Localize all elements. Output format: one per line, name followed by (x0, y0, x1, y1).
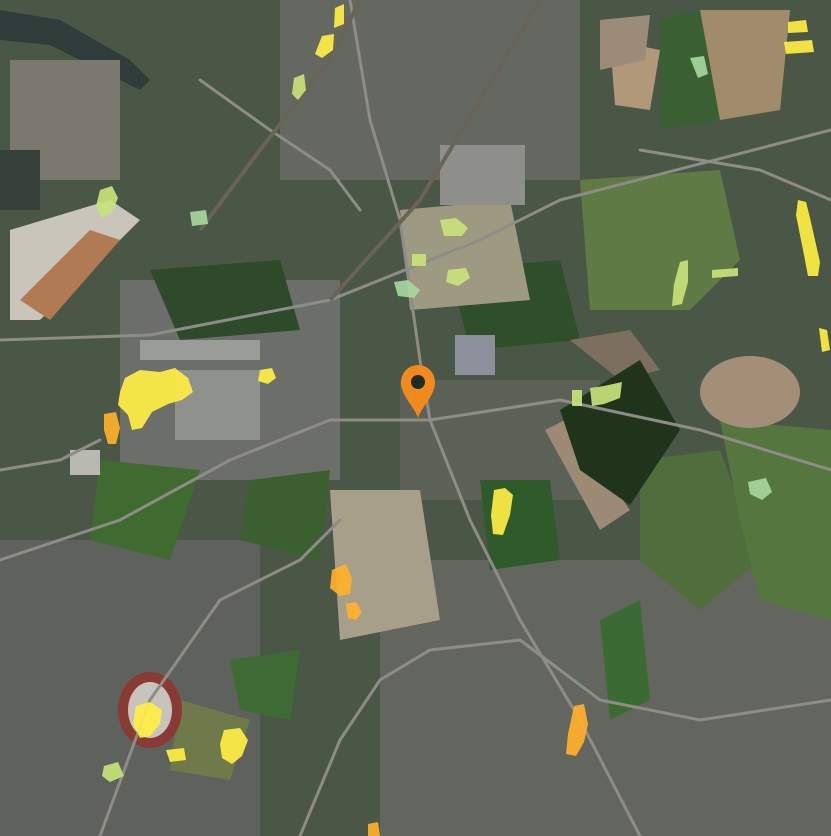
overlay-patch[interactable] (690, 56, 708, 78)
overlay-patch[interactable] (819, 328, 830, 352)
overlay-patch[interactable] (788, 20, 808, 33)
overlay-patch[interactable] (796, 200, 820, 276)
overlay-patch[interactable] (368, 822, 380, 836)
overlay-patch[interactable] (590, 382, 622, 406)
overlay-patch[interactable] (394, 280, 420, 298)
dark-field (560, 360, 680, 505)
overlay-patch[interactable] (190, 210, 208, 226)
overlay-patch[interactable] (412, 254, 426, 266)
overlay-patch[interactable] (712, 268, 738, 278)
location-pin-icon[interactable] (401, 365, 435, 418)
overlay-patches (96, 4, 830, 836)
overlay-patch[interactable] (346, 602, 362, 620)
overlay-patch[interactable] (491, 488, 513, 535)
overlay-patch[interactable] (258, 368, 276, 384)
buildings (70, 145, 525, 475)
overlay-patch[interactable] (102, 762, 124, 782)
overlay-patch[interactable] (315, 34, 334, 58)
overlay-patch[interactable] (133, 702, 162, 738)
overlay-patch[interactable] (292, 74, 306, 100)
overlay-patch[interactable] (166, 748, 186, 762)
overlay-patch[interactable] (446, 268, 470, 286)
overlay-patch[interactable] (96, 186, 118, 218)
industrial-zone (0, 60, 140, 320)
overlay-patch[interactable] (330, 564, 352, 596)
overlay-patch[interactable] (440, 218, 468, 236)
overlay-patch[interactable] (784, 40, 814, 54)
overlay-patch[interactable] (220, 728, 248, 764)
railway (198, 0, 542, 302)
overlay-patch[interactable] (748, 478, 772, 500)
overlay-patch[interactable] (118, 368, 193, 430)
overlay-patch[interactable] (104, 412, 120, 444)
vegetation (90, 10, 831, 780)
overlay-patch[interactable] (672, 260, 688, 306)
overlay-patch[interactable] (334, 4, 344, 28)
overlay-patch[interactable] (566, 704, 588, 756)
overlay-patch[interactable] (572, 390, 582, 406)
